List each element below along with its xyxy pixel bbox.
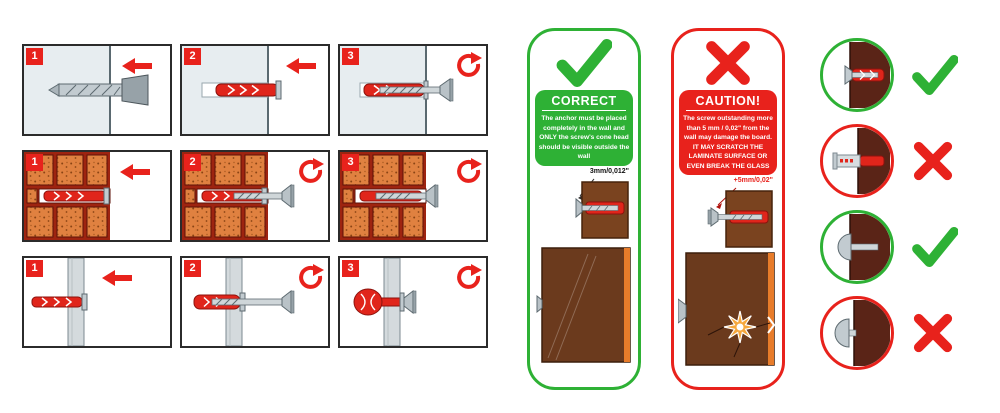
step-panel-drywall-2: 2 (180, 256, 330, 348)
example-illustration (834, 300, 890, 366)
push-arrow-icon (120, 164, 150, 180)
rotation-arrow-icon (299, 156, 326, 183)
cross-icon (704, 39, 752, 87)
push-arrow-icon (102, 270, 132, 286)
step-panel-drywall-3: 3 (338, 256, 488, 348)
insert-anchor-illustration (31, 258, 132, 346)
anchor-folded-illustration (353, 258, 484, 346)
cross-icon (912, 312, 954, 354)
measurement-label: 3mm/0,012" (589, 167, 629, 175)
caution-banner: CAUTION! The screw outstanding more than… (671, 28, 785, 390)
rotation-arrow-icon (457, 50, 484, 77)
examples-column (820, 38, 958, 370)
example-circle (820, 124, 894, 198)
step-number-badge: 3 (342, 48, 359, 65)
example-circle (820, 210, 894, 284)
step-number-badge: 2 (184, 260, 201, 277)
example-circle (820, 38, 894, 112)
step-panel-solid-1: 1 (22, 44, 172, 136)
step-number-badge: 1 (26, 260, 43, 277)
insert-anchor-illustration (182, 46, 316, 134)
check-icon (912, 227, 958, 267)
rotation-arrow-icon (457, 156, 484, 183)
installation-steps-grid: 1 2 (22, 44, 488, 348)
drill-hole-illustration (24, 46, 152, 134)
example-row-head-flush (820, 210, 958, 284)
step-number-badge: 1 (26, 154, 43, 171)
push-arrow-icon (122, 58, 152, 74)
example-row-head-protruding (820, 296, 958, 370)
step-panel-brick-2: 2 (180, 150, 330, 242)
example-row-anchor-flush (820, 38, 958, 112)
example-circle (820, 296, 894, 370)
insert-anchor-illustration (24, 152, 150, 240)
example-illustration (832, 128, 890, 194)
banner-title: CORRECT (542, 94, 626, 111)
step-panel-brick-1: 1 (22, 150, 172, 242)
correct-banner: CORRECT The anchor must be placed comple… (527, 28, 641, 390)
banner-title: CAUTION! (686, 94, 770, 111)
example-row-anchor-protruding (820, 124, 958, 198)
step-number-badge: 3 (342, 260, 359, 277)
rotation-arrow-icon (457, 262, 484, 289)
caution-block: CAUTION! The screw outstanding more than… (679, 90, 777, 176)
screw-seated-illustration (340, 152, 484, 240)
drive-screw-illustration (182, 152, 326, 240)
drive-screw-illustration (340, 46, 484, 134)
caution-diagram (678, 187, 776, 367)
correct-diagram (536, 178, 631, 363)
cross-icon (912, 140, 954, 182)
check-icon (556, 39, 612, 87)
banner-instructions: The anchor must be placed completely in … (538, 115, 630, 161)
step-panel-solid-2: 2 (180, 44, 330, 136)
measurement-label: +5mm/0,02" (733, 177, 773, 185)
rotation-arrow-icon (299, 262, 326, 289)
push-arrow-icon (286, 58, 316, 74)
step-panel-solid-3: 3 (338, 44, 488, 136)
example-illustration (844, 42, 890, 108)
correct-diagram-area: 3mm/0,012" (535, 168, 633, 381)
banner-instructions: The screw outstanding more than 5 mm / 0… (683, 115, 773, 170)
drive-screw-illustration (193, 258, 326, 346)
step-number-badge: 2 (184, 48, 201, 65)
check-icon (912, 55, 958, 95)
step-panel-brick-3: 3 (338, 150, 488, 242)
correct-block: CORRECT The anchor must be placed comple… (535, 90, 633, 166)
step-panel-drywall-1: 1 (22, 256, 172, 348)
step-number-badge: 3 (342, 154, 359, 171)
step-number-badge: 1 (26, 48, 43, 65)
caution-diagram-area: +5mm/0,02" (678, 177, 777, 381)
example-illustration (837, 214, 890, 280)
step-number-badge: 2 (184, 154, 201, 171)
